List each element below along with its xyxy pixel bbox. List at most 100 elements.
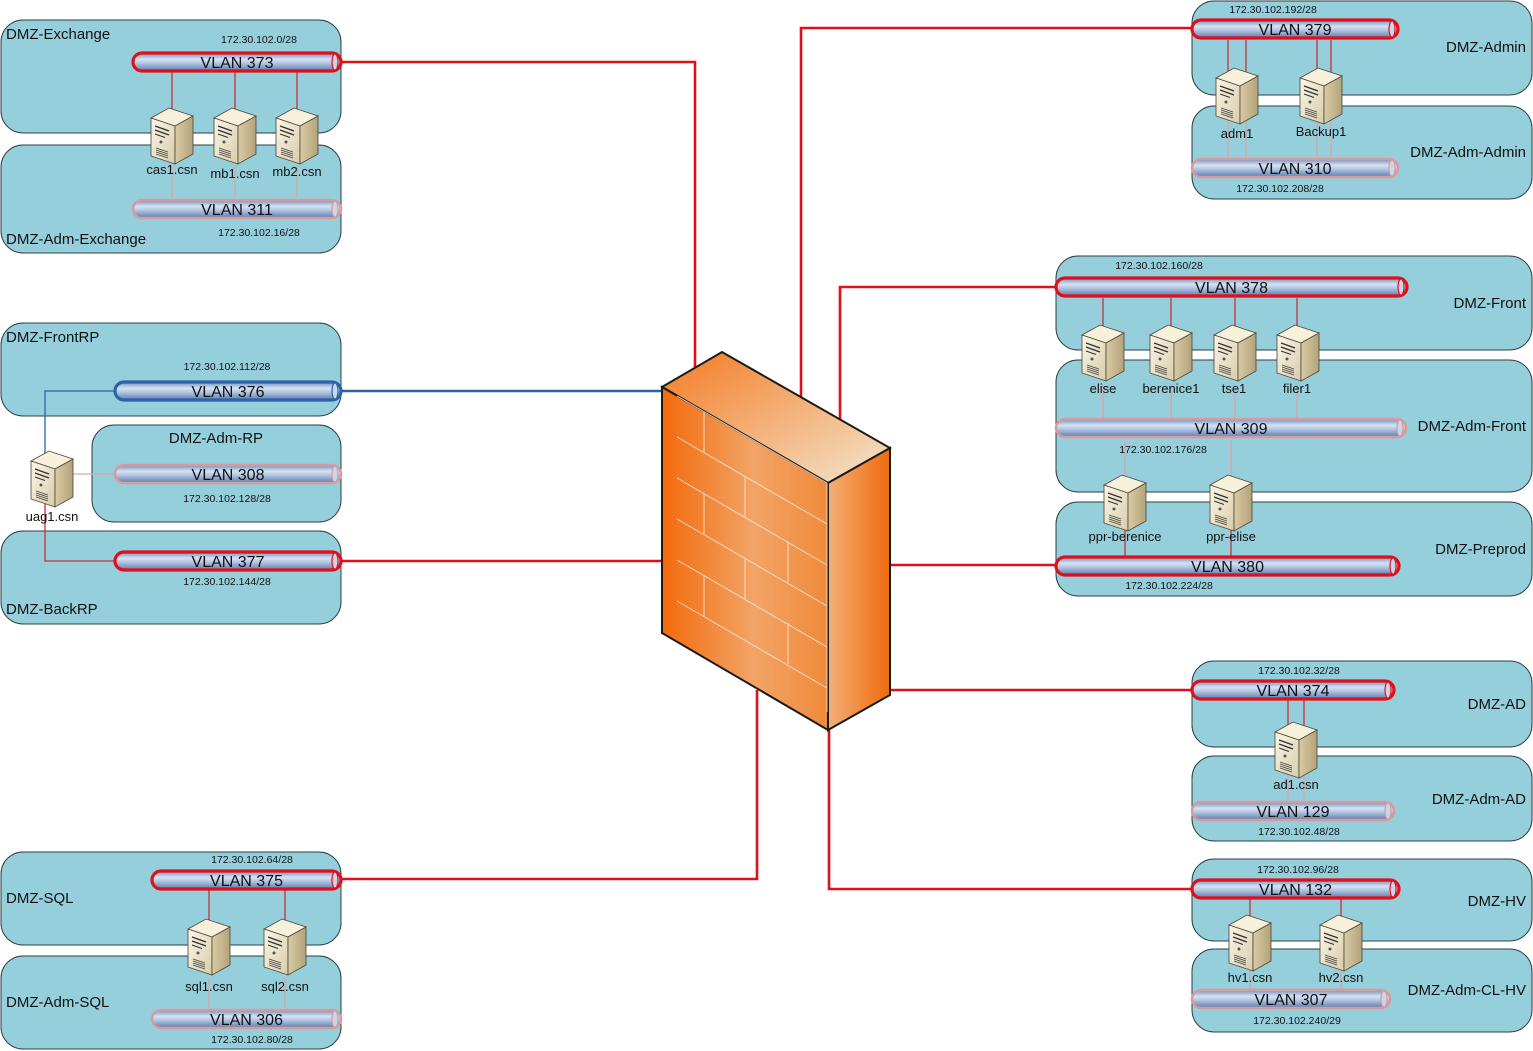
vlan-pipe-end [1389, 557, 1397, 575]
firewall-link-vlan-132 [827, 730, 1194, 891]
zone-label: DMZ-Exchange [6, 26, 110, 43]
server-icon [1276, 324, 1320, 382]
host-elise[interactable]: elise [1081, 324, 1125, 396]
server-icon [213, 107, 257, 165]
vlan-pipe-v308: VLAN 308 172.30.102.128/28 [113, 463, 343, 505]
server-icon [1213, 324, 1257, 382]
host-label: cas1.csn [146, 162, 197, 177]
host-link [1316, 120, 1332, 158]
server-icon [187, 918, 231, 976]
zone-label: DMZ-AD [1468, 696, 1526, 713]
host-label: tse1 [1222, 381, 1247, 396]
vlan-pipe-body [150, 869, 343, 891]
server-icon [150, 107, 194, 165]
vlan-pipe-body [113, 463, 343, 485]
vlan-pipe-v377: VLAN 377 172.30.102.144/28 [113, 550, 343, 588]
host-label: filer1 [1283, 381, 1311, 396]
vlan-pipe-end [1388, 159, 1396, 177]
host-label: adm1 [1221, 126, 1254, 141]
host-hv2[interactable]: hv2.csn [1319, 914, 1364, 985]
host-berenice1[interactable]: berenice1 [1142, 324, 1200, 396]
vlan-pipe-body [1190, 878, 1401, 900]
subnet-label: 172.30.102.64/28 [211, 854, 293, 866]
host-label: hv2.csn [1319, 970, 1364, 985]
vlan-label: VLAN 376 [192, 384, 265, 401]
host-mb2[interactable]: mb2.csn [272, 107, 322, 179]
vlan-pipe-end [1389, 880, 1397, 898]
vlan-label: VLAN 374 [1257, 683, 1330, 700]
vlan-pipe-end [331, 871, 339, 889]
host-hv1[interactable]: hv1.csn [1228, 914, 1273, 985]
zone-label: DMZ-Admin [1446, 39, 1526, 56]
host-cas1[interactable]: cas1.csn [146, 107, 198, 177]
host-label: Backup1 [1296, 124, 1347, 139]
subnet-label: 172.30.102.48/28 [1258, 826, 1340, 838]
host-ad1[interactable]: ad1.csn [1273, 721, 1319, 792]
server-icon [263, 918, 307, 976]
server-icon [275, 107, 319, 165]
server-icon [1228, 914, 1272, 972]
zone-label: DMZ-Adm-SQL [6, 994, 109, 1011]
subnet-label: 172.30.102.128/28 [183, 493, 271, 505]
subnet-label: 172.30.102.160/28 [1115, 260, 1203, 272]
host-sql2[interactable]: sql2.csn [261, 918, 309, 994]
vlan-pipe-end [1380, 990, 1388, 1008]
subnet-label: 172.30.102.176/28 [1119, 444, 1207, 456]
vlan-pipe-body [131, 51, 343, 73]
vlan-pipe-end [1388, 20, 1396, 38]
zone-label: DMZ-Front [1454, 295, 1527, 312]
vlan-pipe-body [1190, 18, 1400, 40]
vlan-label: VLAN 310 [1259, 161, 1332, 178]
host-link [44, 500, 117, 562]
host-label: ppr-elise [1206, 529, 1256, 544]
zone-label: DMZ-HV [1468, 893, 1526, 910]
server-icon [1209, 474, 1253, 532]
subnet-label: 172.30.102.208/28 [1236, 183, 1324, 195]
host-label: berenice1 [1142, 381, 1199, 396]
host-backup1[interactable]: Backup1 [1296, 67, 1347, 139]
zone-label: DMZ-Preprod [1435, 541, 1526, 558]
vlan-pipe-body [150, 1008, 343, 1030]
vlan-pipe-end [1397, 278, 1405, 296]
host-uag1[interactable]: uag1.csn [26, 450, 79, 524]
server-icon [1149, 324, 1193, 382]
host-sql1[interactable]: sql1.csn [185, 918, 233, 994]
host-adm1[interactable]: adm1 [1215, 67, 1259, 141]
host-ppr-berenice[interactable]: ppr-berenice [1089, 474, 1162, 544]
vlan-pipe-body [113, 380, 343, 402]
host-filer1[interactable]: filer1 [1276, 324, 1320, 396]
vlan-label: VLAN 379 [1259, 22, 1332, 39]
host-tse1[interactable]: tse1 [1213, 324, 1257, 396]
host-ppr-elise[interactable]: ppr-elise [1206, 474, 1256, 544]
vlan-pipe-end [1384, 681, 1392, 699]
vlan-pipe-body [1054, 417, 1408, 439]
host-link [1227, 120, 1247, 158]
zone-label: DMZ-Adm-Exchange [6, 231, 146, 248]
vlan-label: VLAN 307 [1255, 992, 1328, 1009]
vlan-label: VLAN 377 [192, 554, 265, 571]
vlan-pipe-body [131, 198, 343, 220]
subnet-label: 172.30.102.0/28 [221, 34, 297, 46]
firewall-icon [660, 350, 893, 732]
host-mb1[interactable]: mb1.csn [210, 107, 260, 181]
vlan-label: VLAN 308 [192, 467, 265, 484]
host-label: hv1.csn [1228, 970, 1273, 985]
vlan-pipe-end [331, 552, 339, 570]
vlan-label: VLAN 380 [1191, 559, 1264, 576]
vlan-label: VLAN 306 [210, 1012, 283, 1029]
server-icon [30, 450, 74, 508]
zone-label: DMZ-Adm-CL-HV [1408, 982, 1526, 999]
firewall-link-vlan-378 [838, 285, 1058, 420]
firewall-link-vlan-375 [341, 690, 759, 881]
vlan-pipe-end [331, 200, 339, 218]
vlan-pipe-body [1190, 988, 1392, 1010]
host-label: ad1.csn [1273, 777, 1319, 792]
subnet-label: 172.30.102.144/28 [183, 576, 271, 588]
